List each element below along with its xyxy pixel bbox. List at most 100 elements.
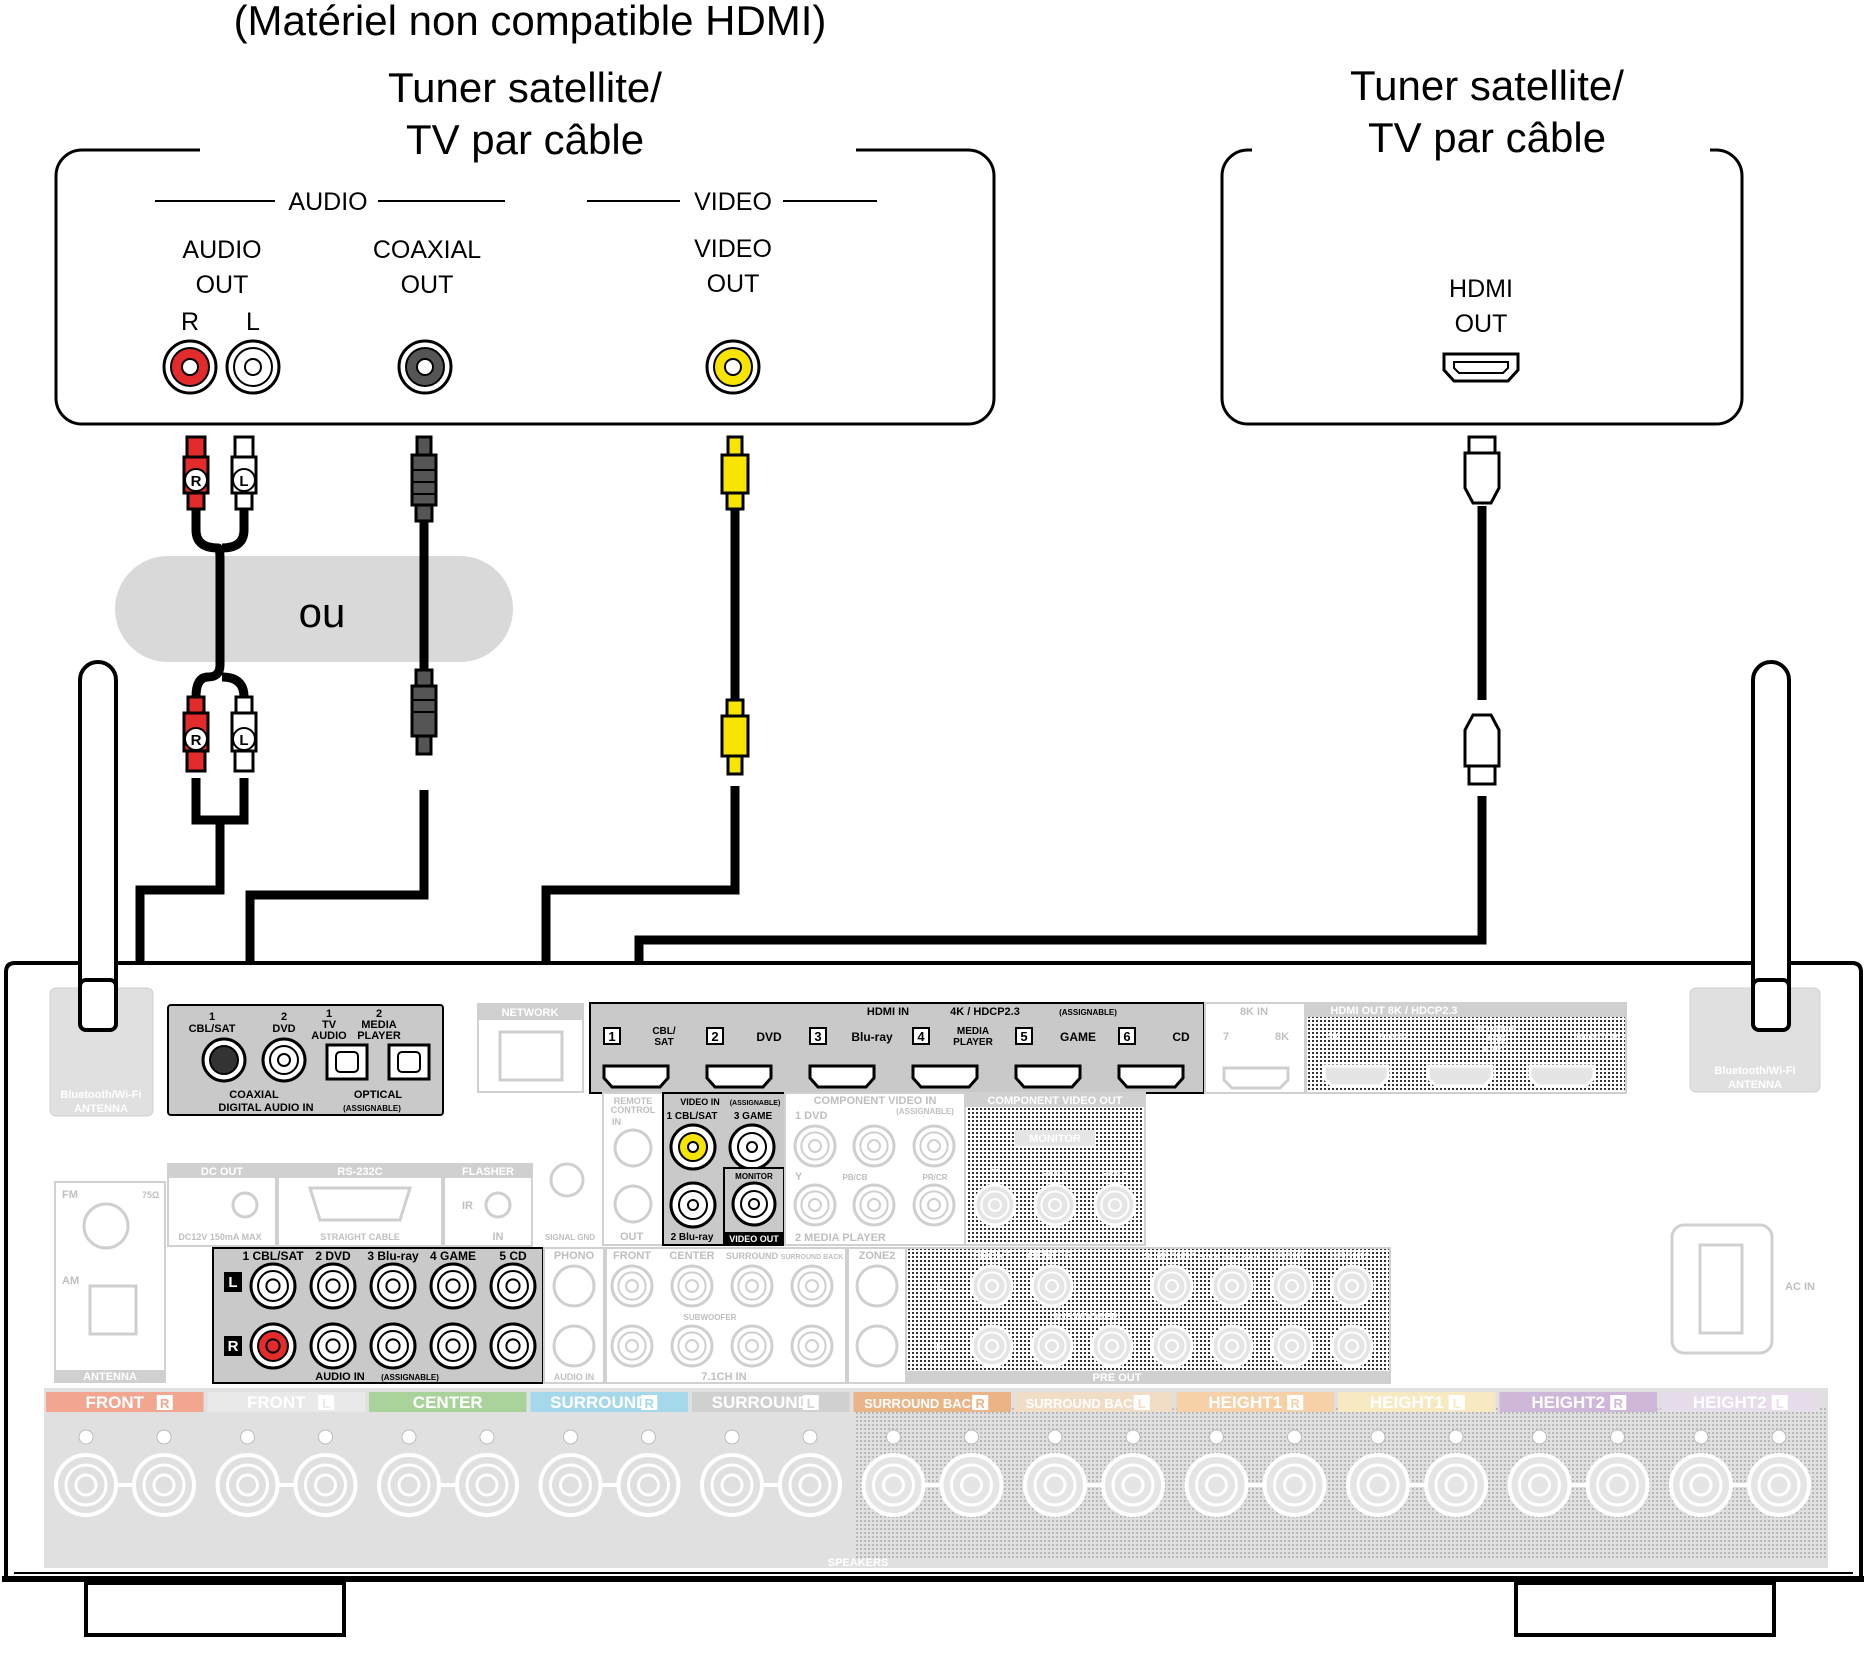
- pre-out-jack-5[interactable]: [1270, 1264, 1314, 1308]
- video-in-game-jack[interactable]: [728, 1123, 776, 1171]
- hdmi-in-port1-name2: SAT: [654, 1037, 673, 1048]
- component-in-jack-4[interactable]: [793, 1183, 837, 1227]
- phono-l-jack[interactable]: [552, 1264, 596, 1308]
- audio-l-jack[interactable]: [225, 339, 281, 395]
- audio-in-r-jack-5[interactable]: [489, 1322, 537, 1370]
- component-out-jack-3[interactable]: [1093, 1183, 1137, 1227]
- audio-r-jack[interactable]: [162, 339, 218, 395]
- ch71-jack-3[interactable]: [730, 1264, 774, 1308]
- pre-out-jack-6[interactable]: [1330, 1264, 1374, 1308]
- rs232-spec: STRAIGHT CABLE: [320, 1232, 400, 1242]
- hdmi-out-monitor-port[interactable]: [1426, 1064, 1494, 1088]
- coaxial-in-dvd-jack[interactable]: [261, 1037, 307, 1083]
- remote-in-jack[interactable]: [613, 1128, 653, 1168]
- zone2-l-jack[interactable]: [855, 1264, 899, 1308]
- ch71-jack-2[interactable]: [670, 1264, 714, 1308]
- pre-out-jack-2[interactable]: [1030, 1264, 1074, 1308]
- speaker-terminal-4-plus[interactable]: [538, 1429, 603, 1517]
- speaker-terminal-8-plus[interactable]: [1184, 1429, 1249, 1517]
- hdmi-in-1-port[interactable]: [602, 1064, 670, 1089]
- pre-out-jack-13[interactable]: [1330, 1324, 1374, 1368]
- audio-in-l-jack-1[interactable]: [249, 1262, 297, 1310]
- audio-in-l-jack-3[interactable]: [369, 1262, 417, 1310]
- hdmi-out-port[interactable]: [1442, 352, 1520, 383]
- speaker-terminal-11-plus[interactable]: [1669, 1429, 1733, 1517]
- component-in-jack-2[interactable]: [852, 1124, 896, 1168]
- pre-out-jack-9[interactable]: [1090, 1324, 1134, 1368]
- optical-in-1-port[interactable]: [325, 1043, 369, 1081]
- dig-port1-num: 1: [209, 1011, 215, 1023]
- speaker-terminal-1-plus[interactable]: [54, 1429, 118, 1517]
- ch71-jack-4[interactable]: [790, 1264, 834, 1308]
- plug-l-label-bottom: L: [239, 732, 248, 749]
- video-out-jack[interactable]: [705, 339, 761, 395]
- component-in-jack-5[interactable]: [852, 1183, 896, 1227]
- audio-in-r-jack-4[interactable]: [429, 1322, 477, 1370]
- speaker-terminal-5-minus[interactable]: [778, 1429, 842, 1517]
- audio-in-r-jack-3[interactable]: [369, 1322, 417, 1370]
- flasher-jack[interactable]: [484, 1191, 512, 1219]
- zone2-r-jack[interactable]: [855, 1324, 899, 1368]
- hdmi-in-5-port[interactable]: [1014, 1064, 1082, 1089]
- speaker-terminal-10-minus[interactable]: [1585, 1429, 1650, 1517]
- speaker-terminal-11-minus[interactable]: [1747, 1429, 1811, 1517]
- pre-out-jack-4[interactable]: [1210, 1264, 1254, 1308]
- component-in-jack-6[interactable]: [912, 1183, 956, 1227]
- pre-out-jack-8[interactable]: [1030, 1324, 1074, 1368]
- dig-opt1-name2: AUDIO: [311, 1030, 347, 1042]
- pre-out-jack-7[interactable]: [970, 1324, 1014, 1368]
- ch71-title: 7.1CH IN: [701, 1371, 746, 1383]
- hdmi-in-6-port[interactable]: [1117, 1064, 1185, 1089]
- audio-in-r-label: R: [228, 1338, 239, 1355]
- speaker-terminal-7-plus[interactable]: [1023, 1429, 1087, 1517]
- component-in-jack-1[interactable]: [793, 1124, 837, 1168]
- ch71-jack-8[interactable]: [790, 1324, 834, 1368]
- remote-out-jack[interactable]: [613, 1184, 653, 1224]
- hdmi-out-monitor2-port[interactable]: [1528, 1064, 1596, 1088]
- component-in-jack-3[interactable]: [912, 1124, 956, 1168]
- component-out-jack-2[interactable]: [1033, 1183, 1077, 1227]
- audio-in-l-jack-2[interactable]: [309, 1262, 357, 1310]
- audio-in-l-jack-5[interactable]: [489, 1262, 537, 1310]
- video-in-blu-ray-jack[interactable]: [669, 1181, 717, 1229]
- speaker-terminal-9-plus[interactable]: [1346, 1429, 1410, 1517]
- speaker-terminal-7-minus[interactable]: [1101, 1429, 1165, 1517]
- hdmi-in-2-port[interactable]: [705, 1064, 773, 1089]
- audio-in-r-jack-2[interactable]: [309, 1322, 357, 1370]
- video-out-monitor-jack[interactable]: [731, 1181, 777, 1227]
- am-antenna-terminal[interactable]: [88, 1284, 138, 1336]
- phono-r-jack[interactable]: [552, 1324, 596, 1368]
- hdmi-out-zone2-port[interactable]: [1322, 1064, 1390, 1088]
- rca-plug-r-top: R: [182, 435, 210, 511]
- hdmi-in-3-port[interactable]: [808, 1064, 876, 1089]
- ch71-jack-5[interactable]: [610, 1324, 654, 1368]
- dc-out-jack[interactable]: [231, 1191, 259, 1219]
- audio-in-l-jack-4[interactable]: [429, 1262, 477, 1310]
- audio-in-r-jack-1[interactable]: [249, 1322, 297, 1370]
- pre-out-panel: FRONT CENTER SURROUND SURROUND BACK HEIG…: [905, 1247, 1391, 1384]
- speaker-terminal-9-minus[interactable]: [1424, 1429, 1488, 1517]
- pre-out-jack-10[interactable]: [1150, 1324, 1194, 1368]
- network-port[interactable]: NETWORK: [477, 1003, 584, 1093]
- speaker-terminal-3-minus[interactable]: [455, 1429, 519, 1517]
- coaxial-in-cbl-sat-jack[interactable]: [201, 1037, 247, 1083]
- pre-out-jack-11[interactable]: [1210, 1324, 1254, 1368]
- pre-out-jack-1[interactable]: [970, 1264, 1014, 1308]
- component-out-jack-1[interactable]: [973, 1183, 1017, 1227]
- dig-port2-num: 2: [281, 1011, 287, 1023]
- ch71-jack-7[interactable]: [730, 1324, 774, 1368]
- coaxial-out-jack[interactable]: [397, 339, 453, 395]
- rs232-port[interactable]: [307, 1186, 413, 1222]
- fm-antenna-jack[interactable]: [82, 1202, 130, 1250]
- ch71-jack-6[interactable]: [670, 1324, 714, 1368]
- video-in-cbl-sat-jack[interactable]: [669, 1123, 717, 1171]
- speaker-terminal-8-minus[interactable]: [1262, 1429, 1327, 1517]
- ch71-jack-1[interactable]: [610, 1264, 654, 1308]
- speaker-label-7: SURROUND BACK: [1026, 1396, 1143, 1411]
- optical-in-2-port[interactable]: [387, 1043, 431, 1081]
- pre-out-jack-3[interactable]: [1150, 1264, 1194, 1308]
- hdmi-in-spec: 4K / HDCP2.3: [950, 1006, 1020, 1018]
- pre-out-jack-12[interactable]: [1270, 1324, 1314, 1368]
- hdmi-in-4-port[interactable]: [911, 1064, 979, 1089]
- hdmi-in-7-port[interactable]: [1222, 1066, 1290, 1090]
